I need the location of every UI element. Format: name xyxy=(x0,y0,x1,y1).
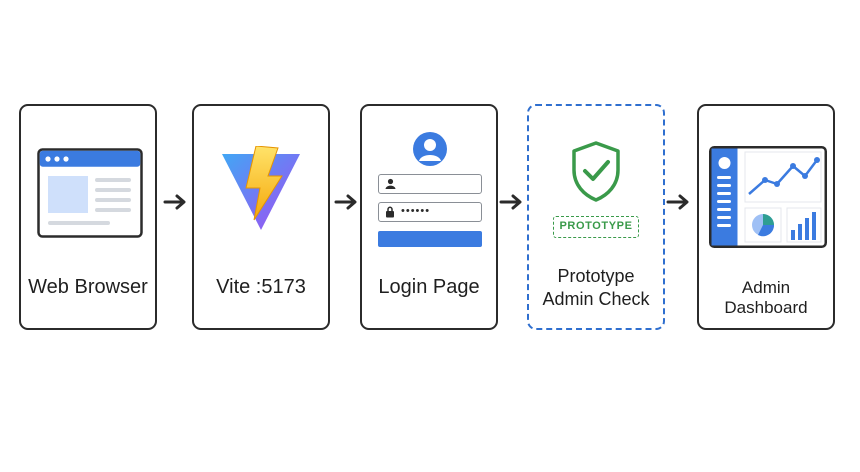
step-admin-check: PROTOTYPE Prototype Admin Check xyxy=(527,104,665,330)
dashboard-icon xyxy=(709,146,827,248)
lock-icon xyxy=(386,206,394,218)
step-label: Admin Dashboard xyxy=(724,278,808,317)
user-avatar-icon xyxy=(413,132,447,166)
browser-window-icon xyxy=(37,148,143,238)
step-label: Web Browser xyxy=(28,276,148,298)
step-login-page: •••••• Login Page xyxy=(360,104,498,330)
arrow-right-icon xyxy=(334,193,360,211)
step-admin-dashboard: Admin Dashboard xyxy=(697,104,835,330)
password-mask: •••••• xyxy=(401,205,431,217)
arrow-right-icon xyxy=(163,193,189,211)
step-web-browser: Web Browser xyxy=(19,104,157,330)
step-label: Login Page xyxy=(378,276,480,298)
password-field: •••••• xyxy=(378,202,482,222)
step-label-line2: Admin Check xyxy=(542,289,650,309)
vite-logo-icon xyxy=(222,146,300,230)
prototype-badge: PROTOTYPE xyxy=(553,216,639,238)
username-field xyxy=(378,174,482,194)
arrow-right-icon xyxy=(666,193,692,211)
login-button xyxy=(378,231,482,247)
step-vite: Vite :5173 xyxy=(192,104,330,330)
step-label: Vite :5173 xyxy=(216,276,306,298)
step-label-line1: Prototype xyxy=(557,266,635,286)
arrow-right-icon xyxy=(499,193,525,211)
user-icon xyxy=(385,178,396,189)
shield-check-icon xyxy=(572,141,620,202)
